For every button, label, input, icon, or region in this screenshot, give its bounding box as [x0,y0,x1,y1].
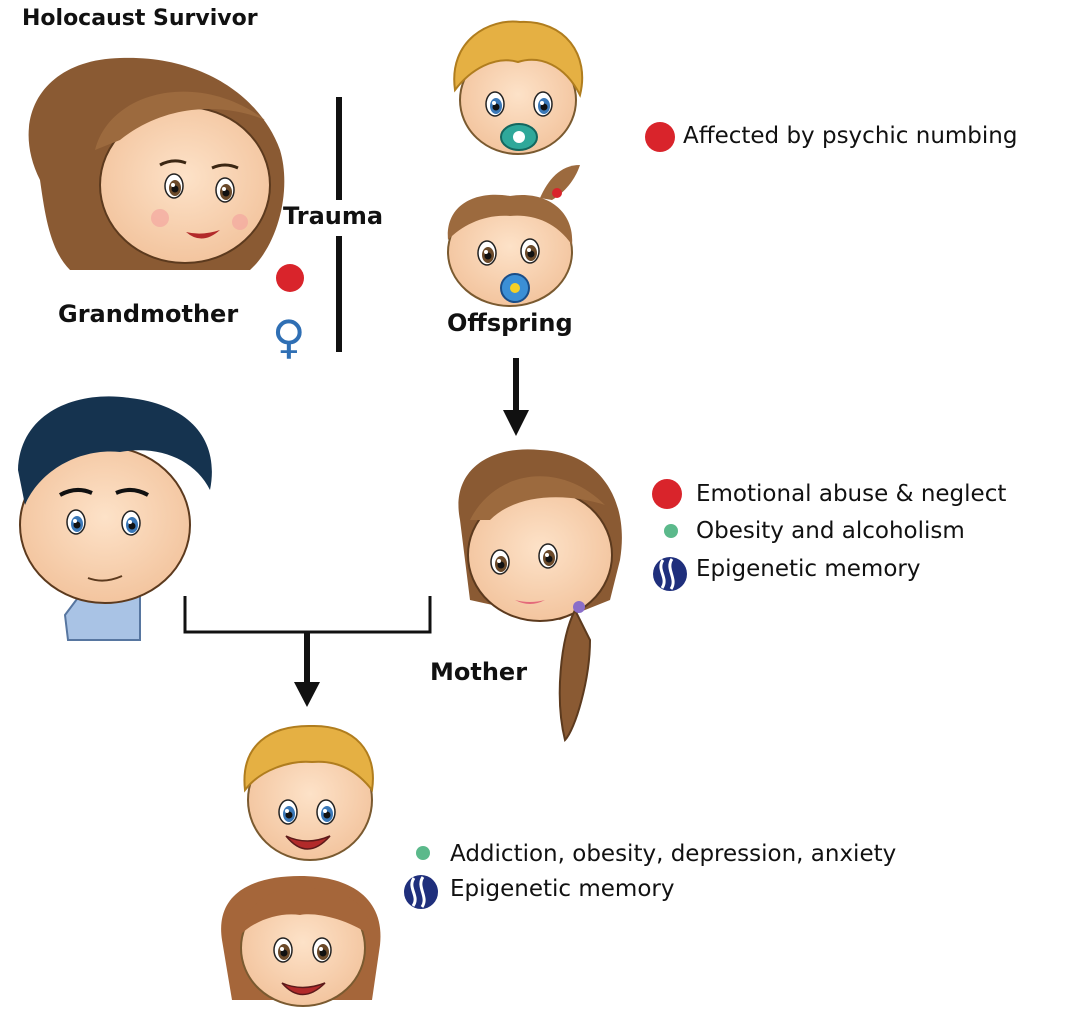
grandmother-face-icon [28,57,285,270]
female-symbol-icon: ♀ [272,310,306,364]
arrow-head [503,410,529,436]
legend-numbing: Affected by psychic numbing [683,123,1018,149]
red-dot-icon [652,479,682,509]
legend-epigenetic-mother: Epigenetic memory [696,556,921,582]
girl-child-face-icon [221,876,381,1007]
red-dot-icon [276,264,304,292]
green-dot-icon [664,524,678,538]
boy-child-face-icon [243,724,374,861]
baby-boy-pacifier-icon [453,20,584,155]
mother-face-icon [458,449,622,742]
dna-icon [653,557,687,591]
offspring-label: Offspring [447,309,573,337]
legend-epigenetic-children: Epigenetic memory [450,876,675,902]
legend-abuse: Emotional abuse & neglect [696,481,1007,507]
union-bracket [183,596,432,634]
dna-icon [404,875,438,909]
legend-addiction: Addiction, obesity, depression, anxiety [450,841,897,867]
survivor-title: Holocaust Survivor [22,6,258,31]
red-dot-icon [645,122,675,152]
legend-obesity-alcoholism: Obesity and alcoholism [696,518,965,544]
father-face-icon [18,396,212,641]
trauma-label: Trauma [281,202,386,230]
baby-girl-pacifier-icon [447,165,580,307]
grandmother-label: Grandmother [58,300,239,328]
arrow-head-children [294,682,320,707]
mother-label: Mother [430,658,528,686]
green-dot-icon [416,846,430,860]
